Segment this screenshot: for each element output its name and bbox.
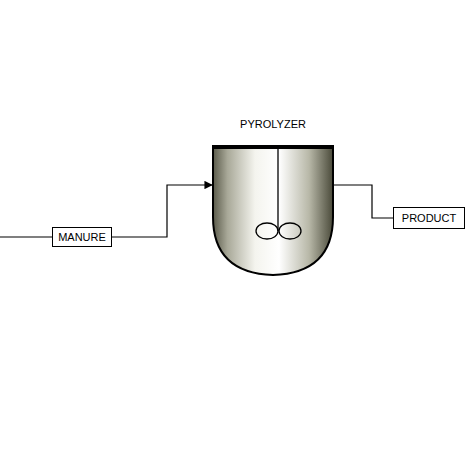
vessel-drawing xyxy=(208,145,338,280)
box-label: MANURE xyxy=(58,231,106,243)
input-box: MANURE xyxy=(52,227,112,247)
output-box: PRODUCT xyxy=(393,207,465,229)
vessel-label: PYROLYZER xyxy=(208,118,338,130)
flow-connector xyxy=(112,185,212,237)
pyrolyzer-vessel: PYROLYZER xyxy=(208,118,338,280)
box-label: PRODUCT xyxy=(402,212,456,224)
feed-line xyxy=(0,236,55,237)
flow-connector xyxy=(333,185,393,218)
